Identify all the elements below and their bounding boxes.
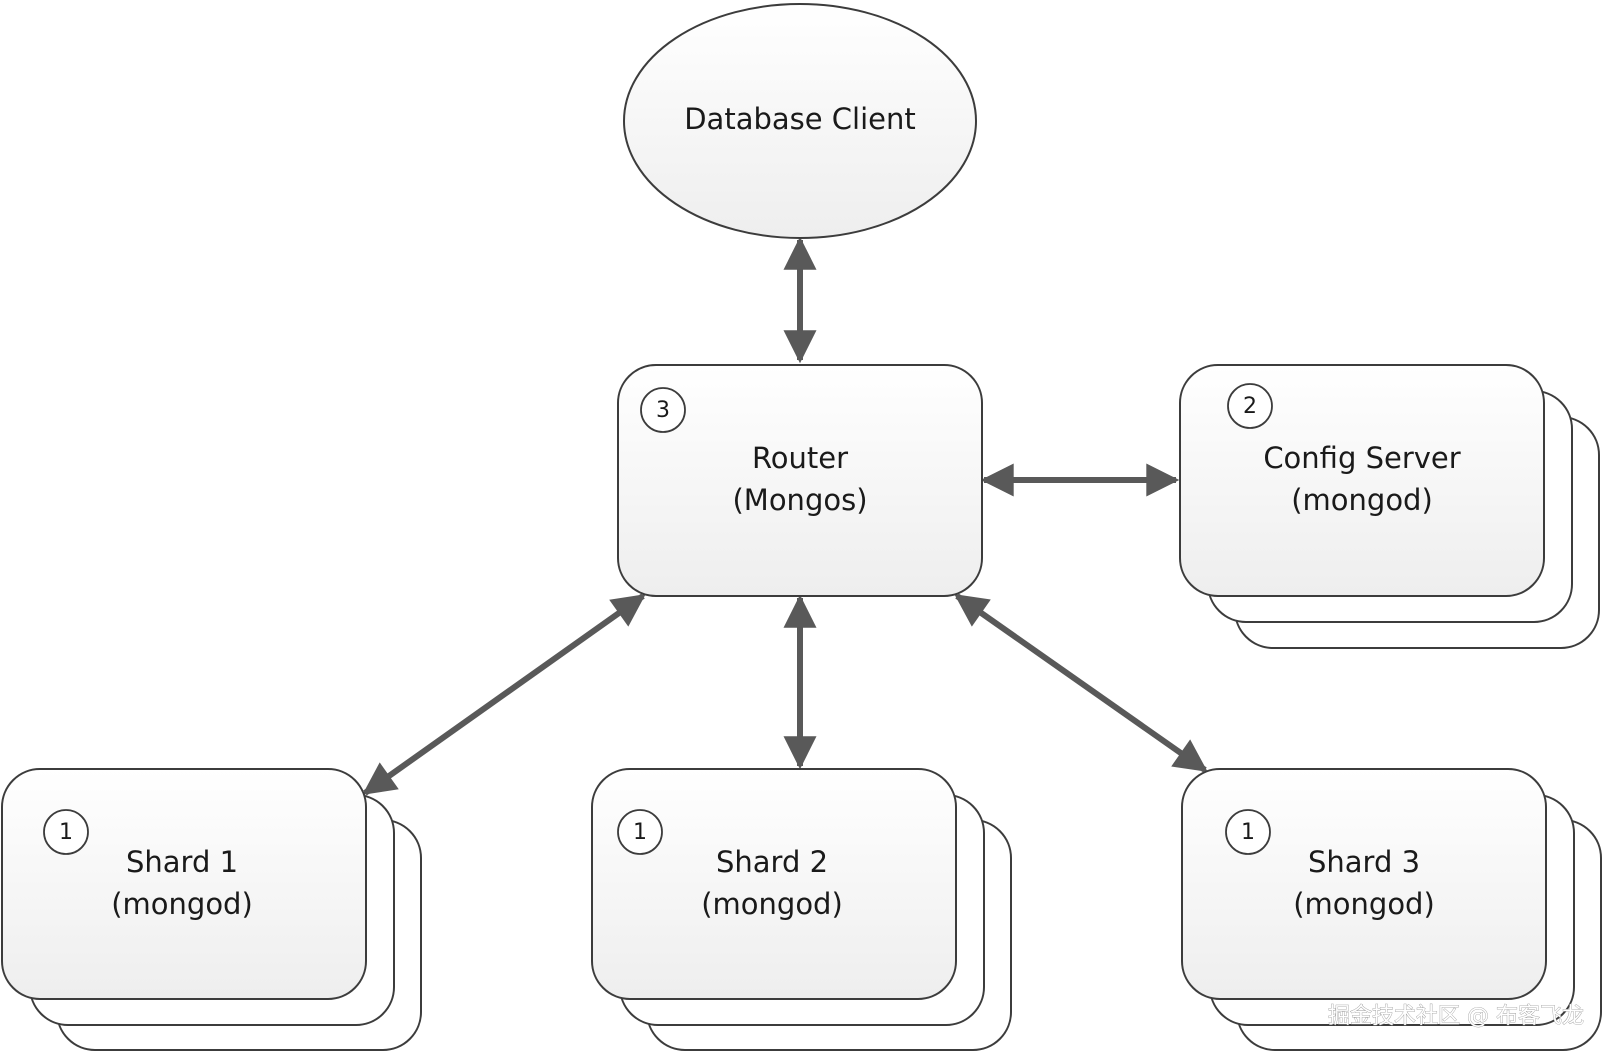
edge-router-shard3 <box>954 593 1208 773</box>
config-badge-circle <box>1227 383 1273 429</box>
shard2-badge: 1 <box>633 820 647 845</box>
shard2-label-line2: (mongod) <box>701 887 843 921</box>
connectors <box>362 236 1208 796</box>
config-label-line2: (mongod) <box>1291 483 1433 517</box>
shard1-badge: 1 <box>59 820 73 845</box>
node-router: 3 Router (Mongos) <box>617 364 983 597</box>
config-box <box>1179 364 1545 597</box>
node-shard-1: 1 Shard 1 (mongod) <box>1 768 422 1051</box>
node-shard-3: 1 Shard 3 (mongod) <box>1181 768 1602 1051</box>
client-label: Database Client <box>684 102 916 136</box>
shard1-badge-circle <box>43 809 89 855</box>
node-database-client: Database Client <box>623 3 977 239</box>
router-badge-circle <box>640 387 686 433</box>
shard2-label-line1: Shard 2 <box>716 845 828 879</box>
router-badge: 3 <box>656 398 670 423</box>
router-label-line1: Router <box>752 441 848 475</box>
client-ellipse <box>623 3 977 239</box>
router-label-line2: (Mongos) <box>732 483 867 517</box>
node-shard-2: 1 Shard 2 (mongod) <box>591 768 1012 1051</box>
shard1-label-line1: Shard 1 <box>126 845 238 879</box>
shard3-badge-circle <box>1225 809 1271 855</box>
shard3-label-line1: Shard 3 <box>1308 845 1420 879</box>
config-badge: 2 <box>1243 394 1257 419</box>
watermark: 掘金技术社区 @ 布客飞龙 <box>1328 1004 1584 1029</box>
shard1-label-line2: (mongod) <box>111 887 253 921</box>
shard3-box <box>1181 768 1547 1000</box>
shard1-box <box>1 768 367 1000</box>
node-config-server: 2 Config Server (mongod) <box>1179 364 1600 649</box>
shard3-label-line2: (mongod) <box>1293 887 1435 921</box>
edge-router-shard1 <box>362 593 646 796</box>
config-label-line1: Config Server <box>1263 441 1460 475</box>
shard2-box <box>591 768 957 1000</box>
router-box <box>617 364 983 597</box>
shard3-badge: 1 <box>1241 820 1255 845</box>
shard2-badge-circle <box>617 809 663 855</box>
